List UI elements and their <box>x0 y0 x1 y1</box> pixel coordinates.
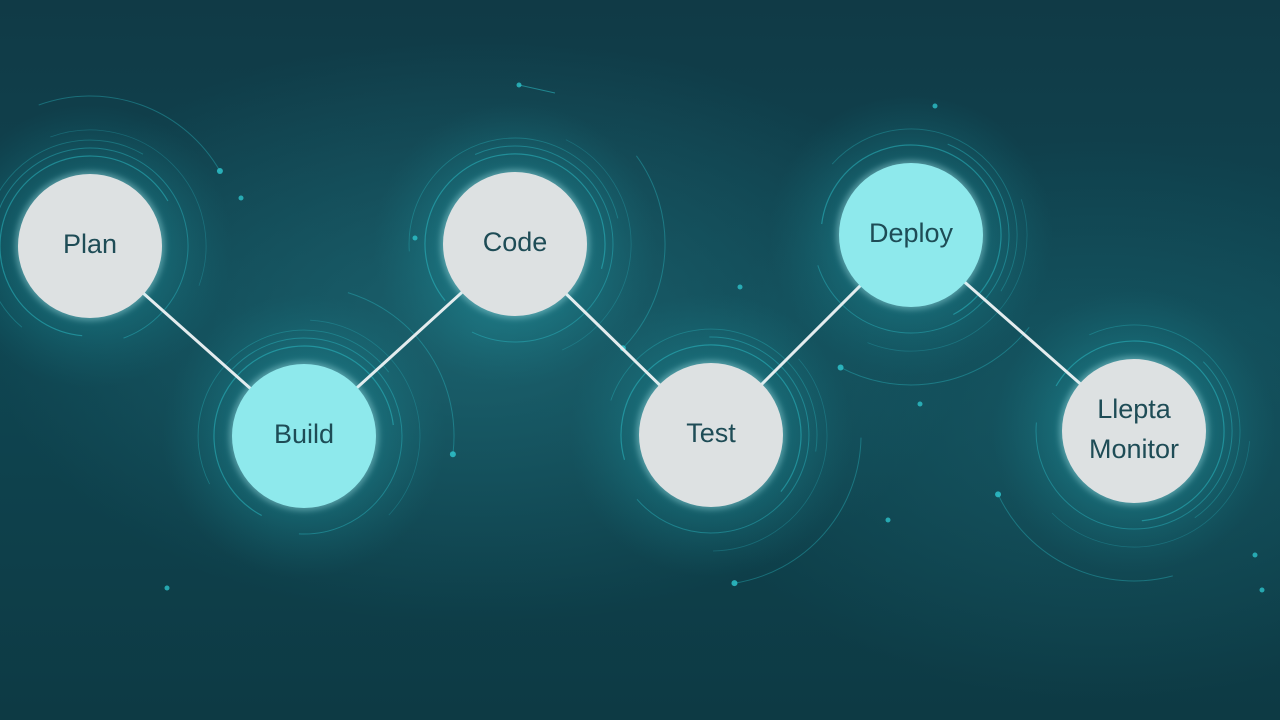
plan-ring-3 <box>0 147 189 339</box>
particle-dot <box>164 585 170 591</box>
build-ring-4 <box>197 329 390 485</box>
node-build: Build <box>229 361 379 511</box>
deploy-label: Deploy <box>869 218 954 248</box>
plan-orbit-dot <box>216 168 223 174</box>
build-circle <box>232 364 376 508</box>
particle-dot <box>737 284 743 290</box>
deploy-ring-2 <box>821 144 1002 316</box>
particle-trail <box>518 84 556 94</box>
deploy-orbit-dot <box>837 364 844 371</box>
connector-build-code <box>352 288 467 392</box>
deploy-orbit-arc <box>840 326 1030 386</box>
code-label: Code <box>483 227 548 257</box>
code-ring-4 <box>408 137 619 252</box>
node-deploy: Deploy <box>836 160 986 310</box>
monitor-orbit-arc <box>997 494 1173 582</box>
test-ring-5 <box>712 358 828 552</box>
code-orbit-arc <box>622 155 666 349</box>
particle-dot <box>917 401 923 407</box>
plan-circle <box>18 174 162 318</box>
particle-dot <box>932 103 938 109</box>
build-orbit-dot <box>449 451 456 458</box>
test-orbit-arc <box>734 437 862 584</box>
monitor-label-2: Monitor <box>1089 434 1179 464</box>
node-test: Test <box>636 360 786 510</box>
connector-plan-build <box>139 289 255 393</box>
node-code: Code <box>440 169 590 319</box>
test-label: Test <box>686 418 736 448</box>
monitor-ring-2 <box>1055 340 1225 522</box>
monitor-ring-4 <box>1089 324 1241 519</box>
build-orbit-arc <box>347 292 455 455</box>
monitor-label-1: Llepta <box>1097 394 1172 424</box>
particle-dot <box>885 517 891 523</box>
monitor-ring-3 <box>1035 361 1233 530</box>
connector-test-deploy <box>757 281 865 389</box>
plan-ring-2 <box>0 155 169 337</box>
test-circle <box>639 363 783 507</box>
particle-dot <box>1259 587 1265 593</box>
plan-ring-5 <box>50 129 207 286</box>
deploy-ring-3 <box>817 143 1010 334</box>
node-plan: Plan <box>15 171 165 321</box>
particle-dot <box>1252 552 1258 558</box>
plan-ring-4 <box>0 139 144 328</box>
deploy-ring-5 <box>867 199 1028 352</box>
monitor-ring-5 <box>1051 441 1250 548</box>
code-ring-2 <box>424 153 606 301</box>
plan-orbit-arc <box>38 95 221 172</box>
build-label: Build <box>274 419 334 449</box>
code-circle <box>443 172 587 316</box>
test-orbit-dot <box>731 580 738 587</box>
connector-deploy-monitor <box>960 278 1085 388</box>
plan-label: Plan <box>63 229 117 259</box>
build-ring-5 <box>310 319 421 516</box>
connector-code-test <box>562 290 664 389</box>
particle-dot <box>238 195 244 201</box>
test-ring-3 <box>636 336 810 534</box>
test-ring-2 <box>620 344 802 492</box>
build-ring-3 <box>231 337 403 535</box>
deploy-ring-4 <box>831 128 1018 292</box>
code-ring-5 <box>562 139 632 351</box>
code-ring-3 <box>471 145 614 343</box>
monitor-orbit-dot <box>995 491 1002 498</box>
monitor-circle <box>1062 359 1206 503</box>
deploy-circle <box>839 163 983 307</box>
particle-dot <box>412 235 418 241</box>
